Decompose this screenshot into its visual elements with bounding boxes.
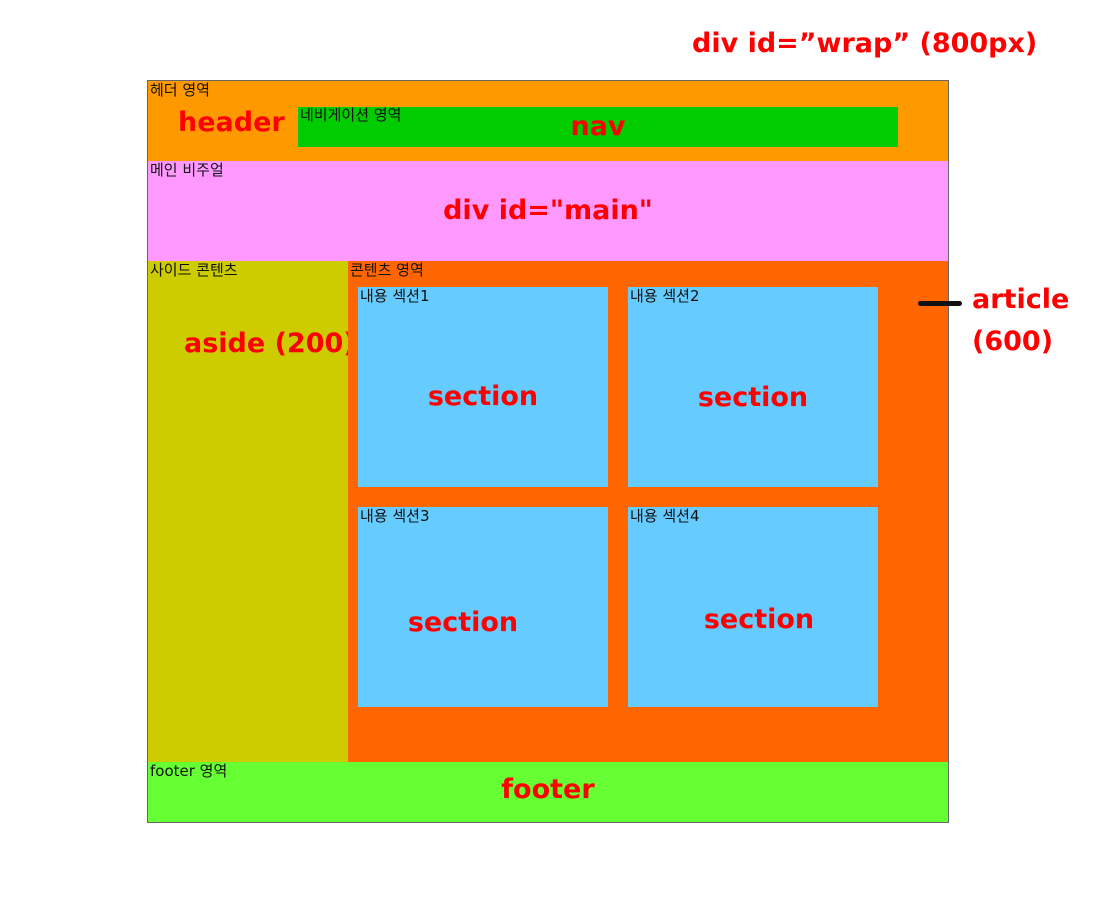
footer-region: footer 영역 footer xyxy=(148,762,948,822)
footer-label: footer xyxy=(501,774,595,805)
aside-korean-label: 사이드 콘텐츠 xyxy=(150,261,238,279)
section-4: 내용 섹션4 section xyxy=(628,507,878,707)
nav-korean-label: 네비게이션 영역 xyxy=(300,106,402,124)
section-4-korean-label: 내용 섹션4 xyxy=(630,507,700,525)
article-korean-label: 콘텐츠 영역 xyxy=(350,261,424,279)
header-korean-label: 헤더 영역 xyxy=(150,81,210,99)
section-3-label: section xyxy=(407,607,519,638)
section-2-korean-label: 내용 섹션2 xyxy=(630,287,700,305)
header-label: header xyxy=(178,107,285,138)
main-korean-label: 메인 비주얼 xyxy=(150,161,224,179)
aside-region: 사이드 콘텐츠 aside (200) xyxy=(148,261,356,762)
article-region: 콘텐츠 영역 내용 섹션1 section 내용 섹션2 section 내용 … xyxy=(348,261,948,762)
footer-korean-label: footer 영역 xyxy=(150,762,228,780)
section-1: 내용 섹션1 section xyxy=(358,287,608,487)
article-label-line2: (600) xyxy=(972,326,1054,357)
main-label: div id="main" xyxy=(443,195,653,226)
aside-label: aside (200) xyxy=(184,328,356,359)
article-label-line1: article xyxy=(972,284,1070,315)
main-visual-region: 메인 비주얼 div id="main" xyxy=(148,161,948,261)
nav-region: 네비게이션 영역 nav xyxy=(298,107,898,147)
section-2-label: section xyxy=(697,382,809,413)
article-pointer-line xyxy=(918,301,962,306)
wrap-title: div id=”wrap” (800px) xyxy=(692,28,1038,59)
section-4-label: section xyxy=(703,604,815,635)
section-1-label: section xyxy=(427,381,539,412)
section-1-korean-label: 내용 섹션1 xyxy=(360,287,430,305)
wrap-container: 헤더 영역 header 네비게이션 영역 nav 메인 비주얼 div id=… xyxy=(147,80,949,823)
header-region: 헤더 영역 header 네비게이션 영역 nav xyxy=(148,81,948,161)
section-3-korean-label: 내용 섹션3 xyxy=(360,507,430,525)
nav-label: nav xyxy=(570,111,626,142)
section-2: 내용 섹션2 section xyxy=(628,287,878,487)
section-3: 내용 섹션3 section xyxy=(358,507,608,707)
